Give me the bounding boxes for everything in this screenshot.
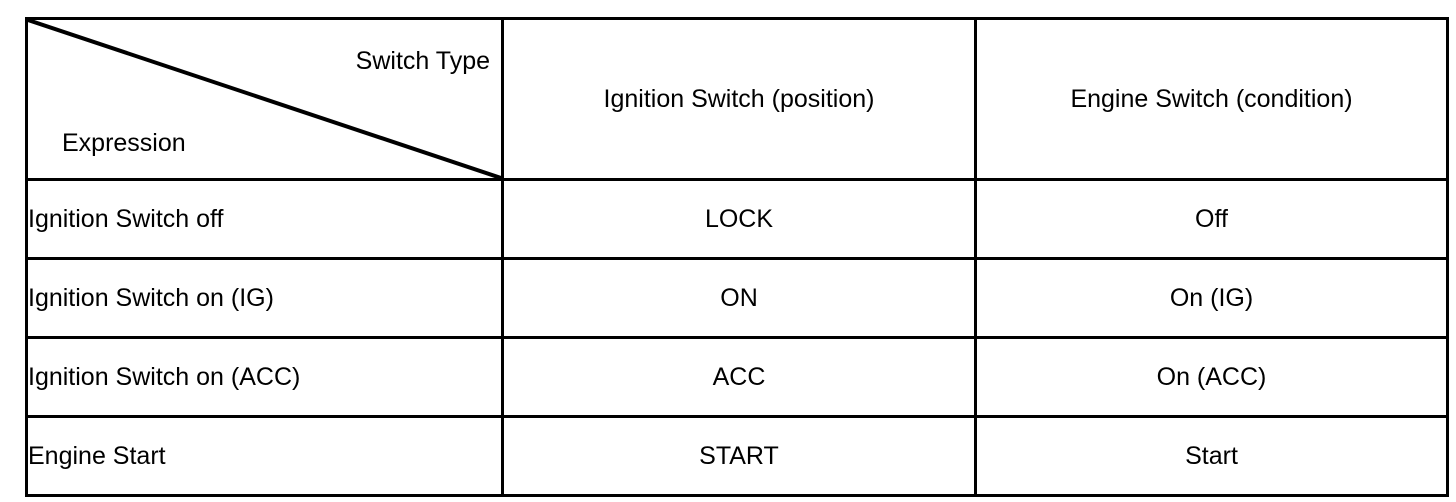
cell-ignition-position-start: START [501,415,977,497]
row-label-engine-start: Engine Start [25,415,504,497]
cell-ignition-position-lock: LOCK [501,178,977,260]
row-label-ignition-switch-on-ig: Ignition Switch on (IG) [25,257,504,339]
row-label-ignition-switch-on-acc: Ignition Switch on (ACC) [25,336,504,418]
column-header-ignition-switch: Ignition Switch (position) [501,17,977,181]
cell-ignition-position-on: ON [501,257,977,339]
column-axis-label: Switch Type [355,47,490,75]
cell-engine-condition-on-acc: On (ACC) [974,336,1449,418]
table-row: Ignition Switch on (ACC) ACC On (ACC) [25,336,1449,418]
table-row: Ignition Switch on (IG) ON On (IG) [25,257,1449,339]
table-row: Engine Start START Start [25,415,1449,497]
table-header-row: Switch Type Expression Ignition Switch (… [25,17,1449,181]
cell-engine-condition-off: Off [974,178,1449,260]
header-corner-cell: Switch Type Expression [25,17,504,181]
column-header-engine-switch: Engine Switch (condition) [974,17,1449,181]
row-label-ignition-switch-off: Ignition Switch off [25,178,504,260]
cell-engine-condition-on-ig: On (IG) [974,257,1449,339]
row-axis-label: Expression [62,129,186,157]
cell-engine-condition-start: Start [974,415,1449,497]
switch-type-expression-table: Switch Type Expression Ignition Switch (… [25,17,1449,497]
table-row: Ignition Switch off LOCK Off [25,178,1449,260]
cell-ignition-position-acc: ACC [501,336,977,418]
